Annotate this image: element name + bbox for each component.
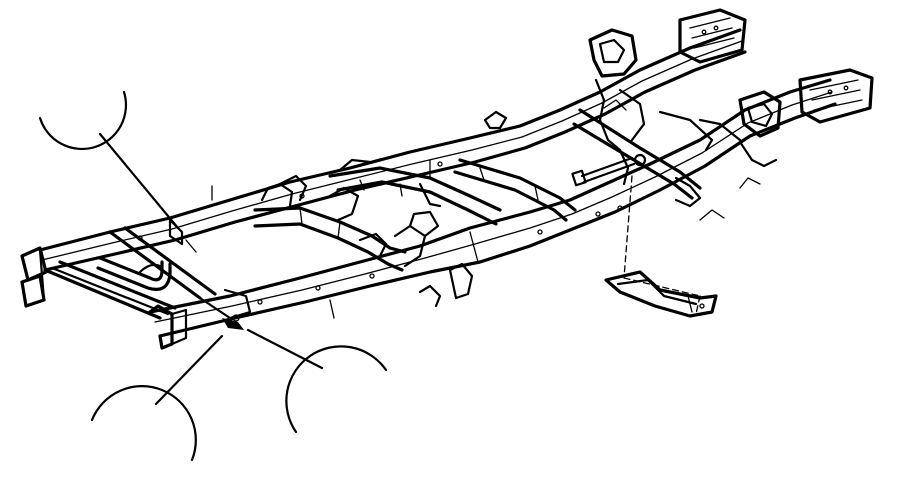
rear-spring-hanger-left [588, 28, 646, 186]
leader-line-upper-left [98, 132, 180, 230]
rear-frame-extension-left [678, 8, 747, 64]
rear-skid-brace [604, 270, 718, 318]
frame-detail-strokes [185, 110, 761, 319]
rear-crossmember [572, 108, 742, 200]
mounting-bolt [571, 153, 647, 187]
front-suspension-crossmember [108, 218, 252, 330]
leader-line-lower-center [246, 328, 324, 370]
leader-line-lower-left [154, 334, 224, 406]
left-frame-rail [148, 78, 837, 338]
rear-shock-bracket [674, 90, 782, 208]
callout-circle-lower-center [285, 345, 388, 434]
callout-circle-upper-left [38, 90, 128, 151]
callout-circle-lower-left [90, 385, 197, 462]
center-crossmember [453, 158, 577, 222]
rear-frame-extension-right [798, 68, 874, 124]
right-frame-rail [38, 28, 747, 272]
front-bumper-mount [20, 246, 188, 350]
engine-crossmember [253, 174, 440, 272]
